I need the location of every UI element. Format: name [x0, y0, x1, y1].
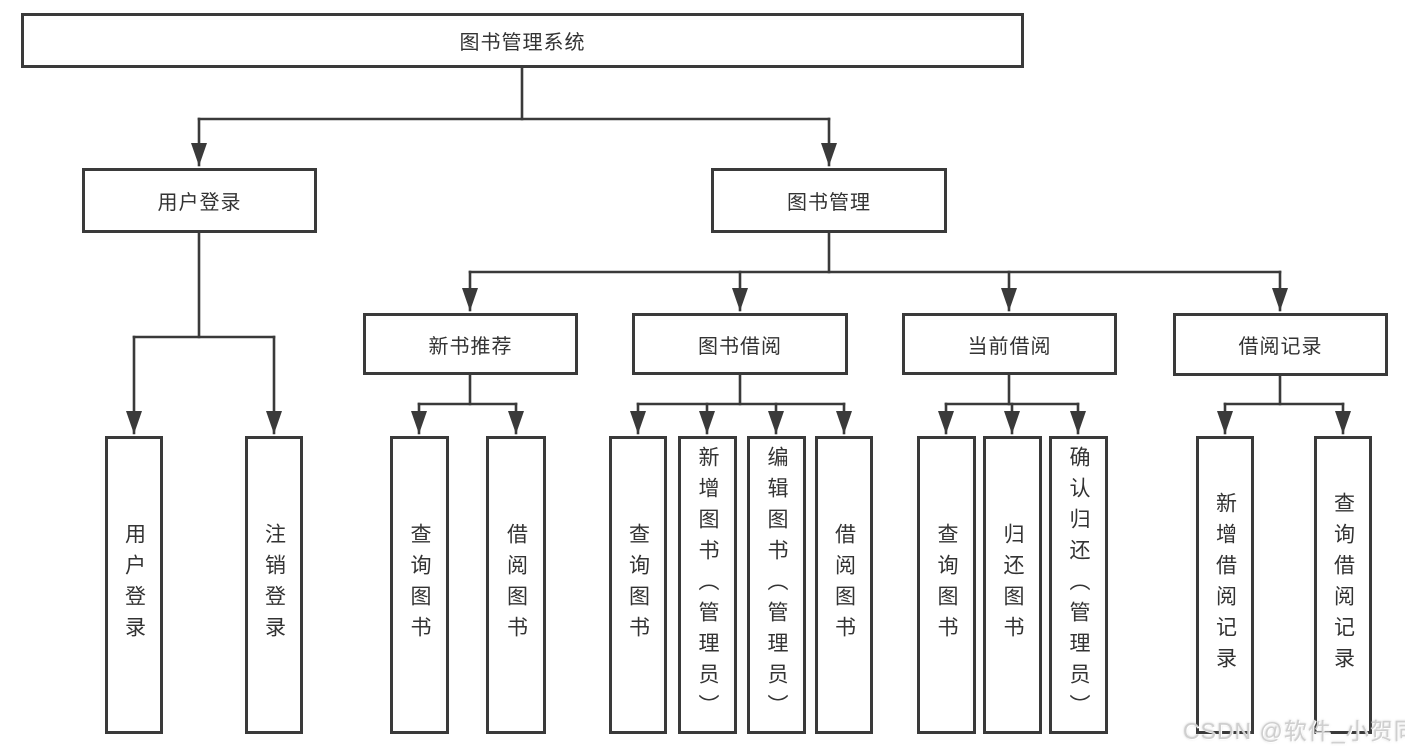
node-label: 归还图书 [1001, 523, 1024, 647]
node-label: 借阅记录 [1238, 336, 1323, 358]
node-user-login: 用户登录 [82, 168, 317, 233]
node-label: 新书推荐 [428, 335, 513, 358]
leaf-borrow-books-recommend: 借阅图书 [486, 436, 546, 734]
watermark: CSDN @软件_小贺同学 [1183, 718, 1405, 744]
leaf-edit-book-admin: 编辑图书（管理员） [747, 436, 806, 734]
leaf-query-books-current: 查询图书 [917, 436, 976, 734]
node-label: 借阅图书 [832, 523, 856, 647]
node-new-book-recommend: 新书推荐 [363, 313, 578, 375]
node-label: 注销登录 [262, 523, 286, 647]
node-label: 用户登录 [122, 523, 146, 647]
node-label: 查询借阅记录 [1331, 492, 1355, 678]
node-label: 查询图书 [626, 523, 650, 647]
node-label: 图书管理系统 [459, 32, 586, 54]
leaf-add-borrow-record: 新增借阅记录 [1196, 436, 1254, 734]
leaf-user-login: 用户登录 [105, 436, 163, 734]
leaf-return-books: 归还图书 [983, 436, 1042, 734]
node-label: 用户登录 [157, 192, 242, 214]
leaf-borrow-books: 借阅图书 [815, 436, 873, 734]
node-current-borrow: 当前借阅 [902, 313, 1117, 375]
node-book-borrow: 图书借阅 [632, 313, 848, 375]
leaf-query-books-recommend: 查询图书 [390, 436, 449, 734]
node-label: 借阅图书 [504, 523, 528, 647]
node-label: 新增图书（管理员） [696, 445, 719, 725]
node-borrow-records: 借阅记录 [1173, 313, 1388, 376]
node-library-management-system: 图书管理系统 [21, 13, 1024, 68]
leaf-query-books-borrow: 查询图书 [609, 436, 667, 734]
leaf-query-borrow-record: 查询借阅记录 [1314, 436, 1372, 734]
node-label: 查询图书 [935, 523, 958, 647]
node-label: 新增借阅记录 [1213, 492, 1237, 678]
node-label: 图书管理 [787, 192, 871, 214]
node-label: 编辑图书（管理员） [765, 445, 788, 725]
node-book-management: 图书管理 [711, 168, 947, 233]
leaf-add-book-admin: 新增图书（管理员） [678, 436, 737, 734]
node-label: 图书借阅 [698, 335, 782, 358]
leaf-logout: 注销登录 [245, 436, 303, 734]
node-label: 当前借阅 [967, 335, 1052, 358]
node-label: 确认归还（管理员） [1067, 445, 1090, 725]
node-label: 查询图书 [408, 523, 431, 647]
leaf-confirm-return-admin: 确认归还（管理员） [1049, 436, 1108, 734]
